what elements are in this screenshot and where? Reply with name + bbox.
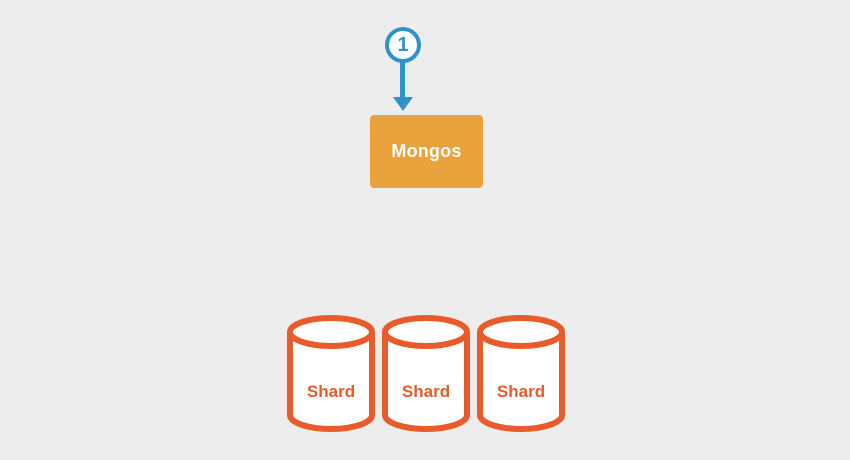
shard-node-1: Shard — [287, 315, 375, 432]
shard-node-label: Shard — [401, 382, 451, 401]
arrow-down-icon — [393, 97, 413, 111]
database-cylinder-icon — [477, 315, 565, 432]
shard-node-label: Shard — [306, 382, 356, 401]
shard-node-label: Shard — [496, 382, 546, 401]
mongos-node-label: Mongos — [391, 141, 462, 161]
database-cylinder-icon — [287, 315, 375, 432]
shard-node-2: Shard — [382, 315, 470, 432]
arrow-down-line — [400, 62, 405, 98]
mongos-node: Mongos — [370, 115, 483, 188]
shard-node-3: Shard — [477, 315, 565, 432]
database-cylinder-icon — [382, 315, 470, 432]
step-1-badge: 1 — [385, 27, 421, 63]
